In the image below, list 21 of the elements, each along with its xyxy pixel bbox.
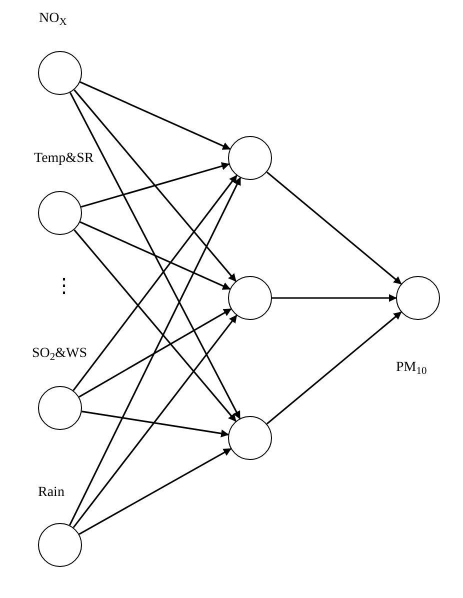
node-label: NO$_{X}$: [39, 12, 67, 26]
arrow: [72, 174, 238, 391]
ellipsis-label: ⋮: [54, 276, 74, 296]
node-label: Rain: [38, 486, 64, 500]
arrow: [272, 294, 397, 302]
arrow: [266, 171, 402, 285]
arrow: [78, 448, 232, 535]
arrow: [78, 308, 232, 398]
arrow: [80, 162, 230, 208]
arrow: [74, 89, 236, 282]
arrow: [72, 314, 238, 528]
arrow: [68, 177, 242, 526]
arrow: [80, 81, 231, 150]
arrow: [74, 229, 236, 422]
arrow: [69, 92, 241, 420]
arrow: [82, 410, 230, 438]
node-label: SO$_{2}$&WS: [32, 347, 88, 361]
arrow: [80, 221, 231, 290]
arrow: [266, 311, 402, 425]
node-label: Temp&SR: [34, 152, 94, 166]
node-label: PM$_{10}$: [396, 361, 427, 375]
